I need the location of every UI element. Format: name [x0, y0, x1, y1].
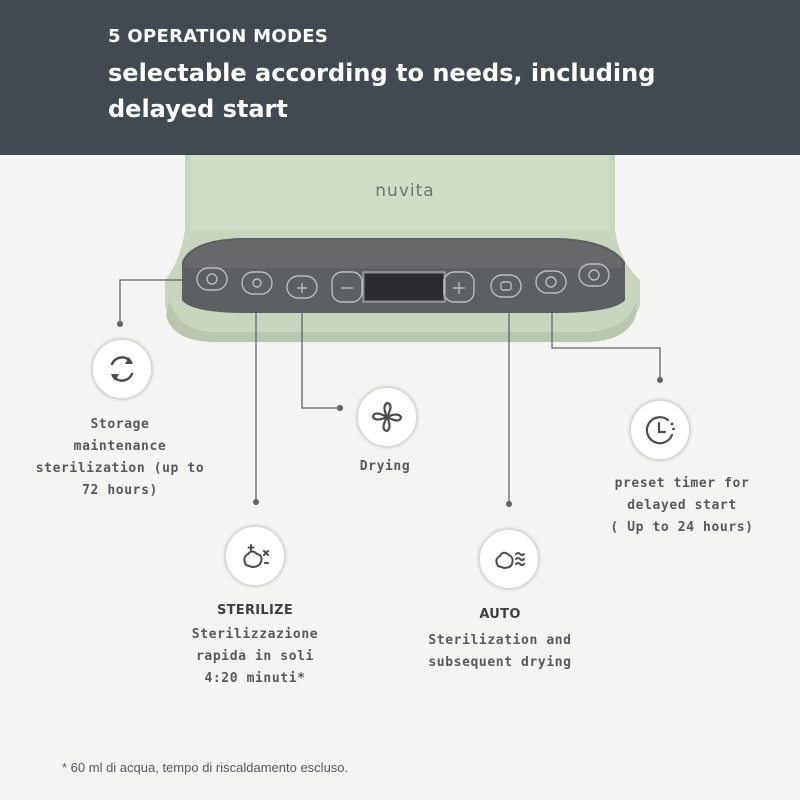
storage-mode-label: Storage maintenance sterilization (up to… — [35, 417, 205, 498]
sterilize-button — [241, 271, 273, 295]
minus-button — [331, 271, 363, 303]
storage-button — [196, 267, 228, 291]
drying-mode-label: Drying — [359, 459, 411, 474]
sterilize-mode-title: STERILIZE — [216, 603, 294, 618]
plus-button — [443, 271, 475, 303]
brand-logo: nuvita — [375, 181, 434, 201]
fan-icon — [356, 386, 418, 448]
drying-button — [286, 275, 318, 299]
timer-button — [535, 270, 567, 294]
power-button — [578, 263, 610, 287]
steam-bottle-icon — [478, 528, 540, 590]
timer-mode-label: preset timer for delayed start ( Up to 2… — [610, 476, 754, 535]
auto-mode-title: AUTO — [479, 607, 521, 622]
footnote: * 60 ml di acqua, tempo di riscaldamento… — [62, 760, 349, 775]
banner-headline: selectable according to needs, including… — [108, 59, 656, 123]
timer-clock-icon — [629, 399, 691, 461]
header-banner: 5 OPERATION MODES selectable according t… — [0, 0, 800, 155]
modes-count-heading: 5 OPERATION MODES — [108, 26, 329, 47]
sparkle-bottle-icon — [224, 525, 286, 587]
sterilize-mode-label: Sterilizzazione rapida in soli 4:20 minu… — [191, 627, 319, 686]
sync-arrows-icon — [91, 338, 153, 400]
auto-button — [490, 274, 522, 298]
auto-mode-label: Sterilization and subsequent drying — [428, 633, 572, 670]
storage-connector — [119, 279, 182, 322]
display-screen — [365, 274, 443, 300]
timer-connector — [551, 305, 661, 378]
drying-connector — [301, 305, 338, 409]
